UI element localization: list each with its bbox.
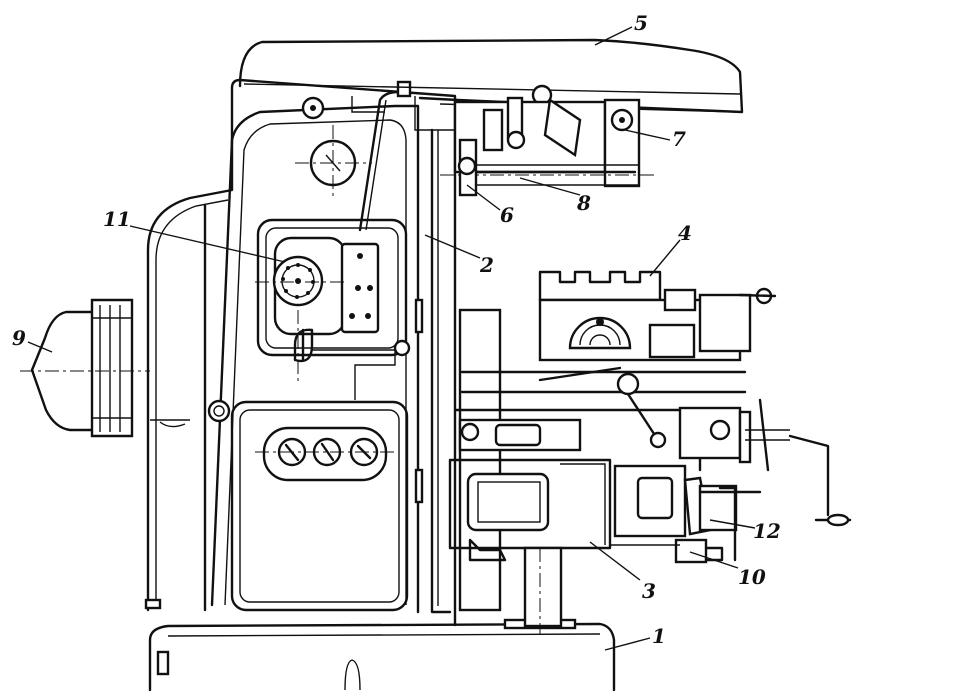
callout-12: 12 <box>753 519 781 543</box>
leaders <box>27 26 756 651</box>
base <box>148 618 616 692</box>
arbor-support <box>440 96 655 197</box>
callout-9: 9 <box>12 326 26 350</box>
callout-10: 10 <box>738 565 766 589</box>
callout-3: 3 <box>642 579 656 603</box>
column <box>144 78 457 627</box>
callout-6: 6 <box>500 203 514 227</box>
callout-7: 7 <box>672 127 686 151</box>
callout-4: 4 <box>678 221 692 245</box>
callout-1: 1 <box>652 624 666 648</box>
table <box>538 270 777 362</box>
overarm <box>238 38 744 114</box>
motor-end-cap <box>20 298 150 438</box>
column-door <box>207 298 424 612</box>
callout-11: 11 <box>103 207 131 231</box>
callout-labels: 5 7 8 6 4 2 11 9 12 10 3 1 <box>12 11 781 648</box>
feed-box <box>448 458 762 635</box>
speed-selector-housing <box>255 218 411 400</box>
callout-5: 5 <box>634 11 648 35</box>
callout-2: 2 <box>479 253 494 277</box>
callout-8: 8 <box>576 191 591 215</box>
